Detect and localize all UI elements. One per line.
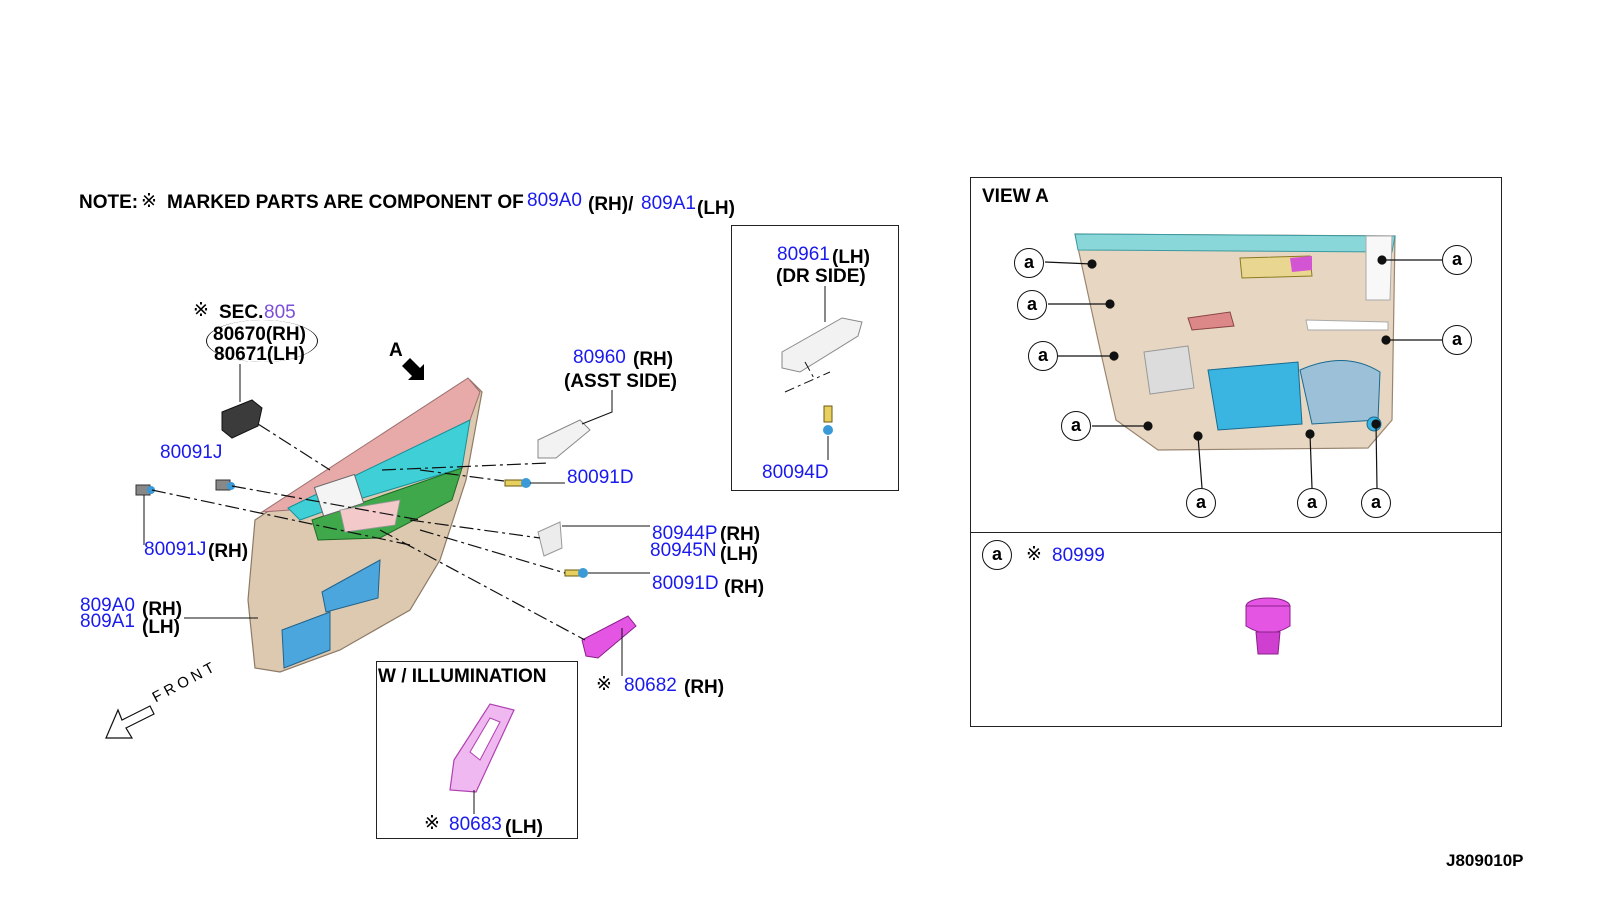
- part-80944P: 80944P: [652, 523, 718, 544]
- note-part-rh: 809A0: [527, 190, 582, 211]
- illumination-side: (LH): [505, 817, 543, 838]
- part-80944P-side: (RH): [720, 524, 761, 545]
- screw-80091D: [504, 478, 650, 578]
- part-80960: 80960: [573, 347, 626, 368]
- note-lh: (LH): [697, 198, 735, 219]
- part-809A0-side: (RH): [142, 599, 183, 620]
- part-80961-note: (DR SIDE): [776, 266, 866, 287]
- part-80961-side: (LH): [832, 247, 870, 268]
- sec-prefix: SEC.: [219, 302, 264, 323]
- note-mark: ※: [141, 191, 157, 212]
- note-text: MARKED PARTS ARE COMPONENT OF: [167, 192, 524, 213]
- part-809A1: 809A1: [80, 611, 135, 632]
- view-a-callouts: [1044, 255, 1442, 489]
- finisher-80682: [581, 615, 637, 676]
- legend-clip-callout: a: [982, 540, 1012, 570]
- clip-callout: a: [1361, 488, 1391, 518]
- clip-callout: a: [1442, 245, 1472, 275]
- part-80960-note: (ASST SIDE): [564, 371, 677, 392]
- part-80091J-a: 80091J: [160, 442, 223, 463]
- view-a-arrow-icon: [402, 358, 424, 380]
- sec-mark: ※: [193, 300, 209, 321]
- front-arrow-icon: [105, 705, 155, 739]
- illumination-part: 80683: [449, 814, 502, 835]
- part-80945N-side: (LH): [720, 544, 758, 565]
- illumination-mark: ※: [424, 813, 440, 834]
- illumination-box: [376, 661, 578, 839]
- part-80091J-b: 80091J: [144, 539, 207, 560]
- part-80091D-a: 80091D: [567, 467, 634, 488]
- part-809A0: 809A0: [80, 595, 135, 616]
- finisher-80683: [449, 703, 515, 814]
- part-80671: 80671(LH): [214, 344, 305, 365]
- clip-callout: a: [1061, 411, 1091, 441]
- legend-part: 80999: [1052, 545, 1105, 566]
- view-a-divider: [970, 532, 1502, 533]
- leader-lines: [151, 423, 586, 641]
- detail-box-80961: [731, 225, 899, 491]
- part-80091J-b-side: (RH): [208, 541, 249, 562]
- part-80682-side: (RH): [684, 677, 725, 698]
- diagram-code: J809010P: [1446, 851, 1524, 870]
- view-a-panel: [970, 177, 1502, 727]
- legend-mark: ※: [1026, 544, 1042, 565]
- switch-assembly-80670: [221, 364, 263, 439]
- clip-callout: a: [1014, 248, 1044, 278]
- clip-callout: a: [1186, 488, 1216, 518]
- part-80682-mark: ※: [596, 674, 612, 695]
- finisher-80960: [537, 390, 613, 459]
- view-a-title: VIEW A: [982, 186, 1049, 207]
- clip-80999-icon: [1245, 597, 1291, 655]
- clip-callout: a: [1028, 341, 1058, 371]
- illumination-title: W / ILLUMINATION: [378, 666, 547, 687]
- part-80682: 80682: [624, 675, 677, 696]
- clip-callout: a: [1442, 325, 1472, 355]
- door-trim-panel: [247, 377, 483, 673]
- part-80091D-b-side: (RH): [724, 577, 765, 598]
- sec-number: 805: [264, 302, 296, 323]
- view-a-marker: A: [389, 340, 403, 361]
- finisher-80961: [781, 286, 863, 460]
- note-part-lh: 809A1: [641, 193, 696, 214]
- part-80091D-b: 80091D: [652, 573, 719, 594]
- part-80945N: 80945N: [650, 540, 717, 561]
- clip-callout: a: [1297, 488, 1327, 518]
- paren-bracket: [206, 320, 318, 362]
- cap-80944P: [537, 521, 650, 557]
- part-809A1-side: (LH): [142, 617, 180, 638]
- part-80670: 80670(RH): [213, 324, 306, 345]
- clip-callout: a: [1017, 290, 1047, 320]
- part-80094D: 80094D: [762, 462, 829, 483]
- screw-80091J: [135, 479, 235, 545]
- note-prefix: NOTE:: [79, 192, 139, 213]
- part-80960-side: (RH): [633, 349, 674, 370]
- note-rh: (RH)/: [588, 194, 634, 215]
- view-a-door-inner: [1074, 233, 1396, 451]
- part-80961: 80961: [777, 244, 830, 265]
